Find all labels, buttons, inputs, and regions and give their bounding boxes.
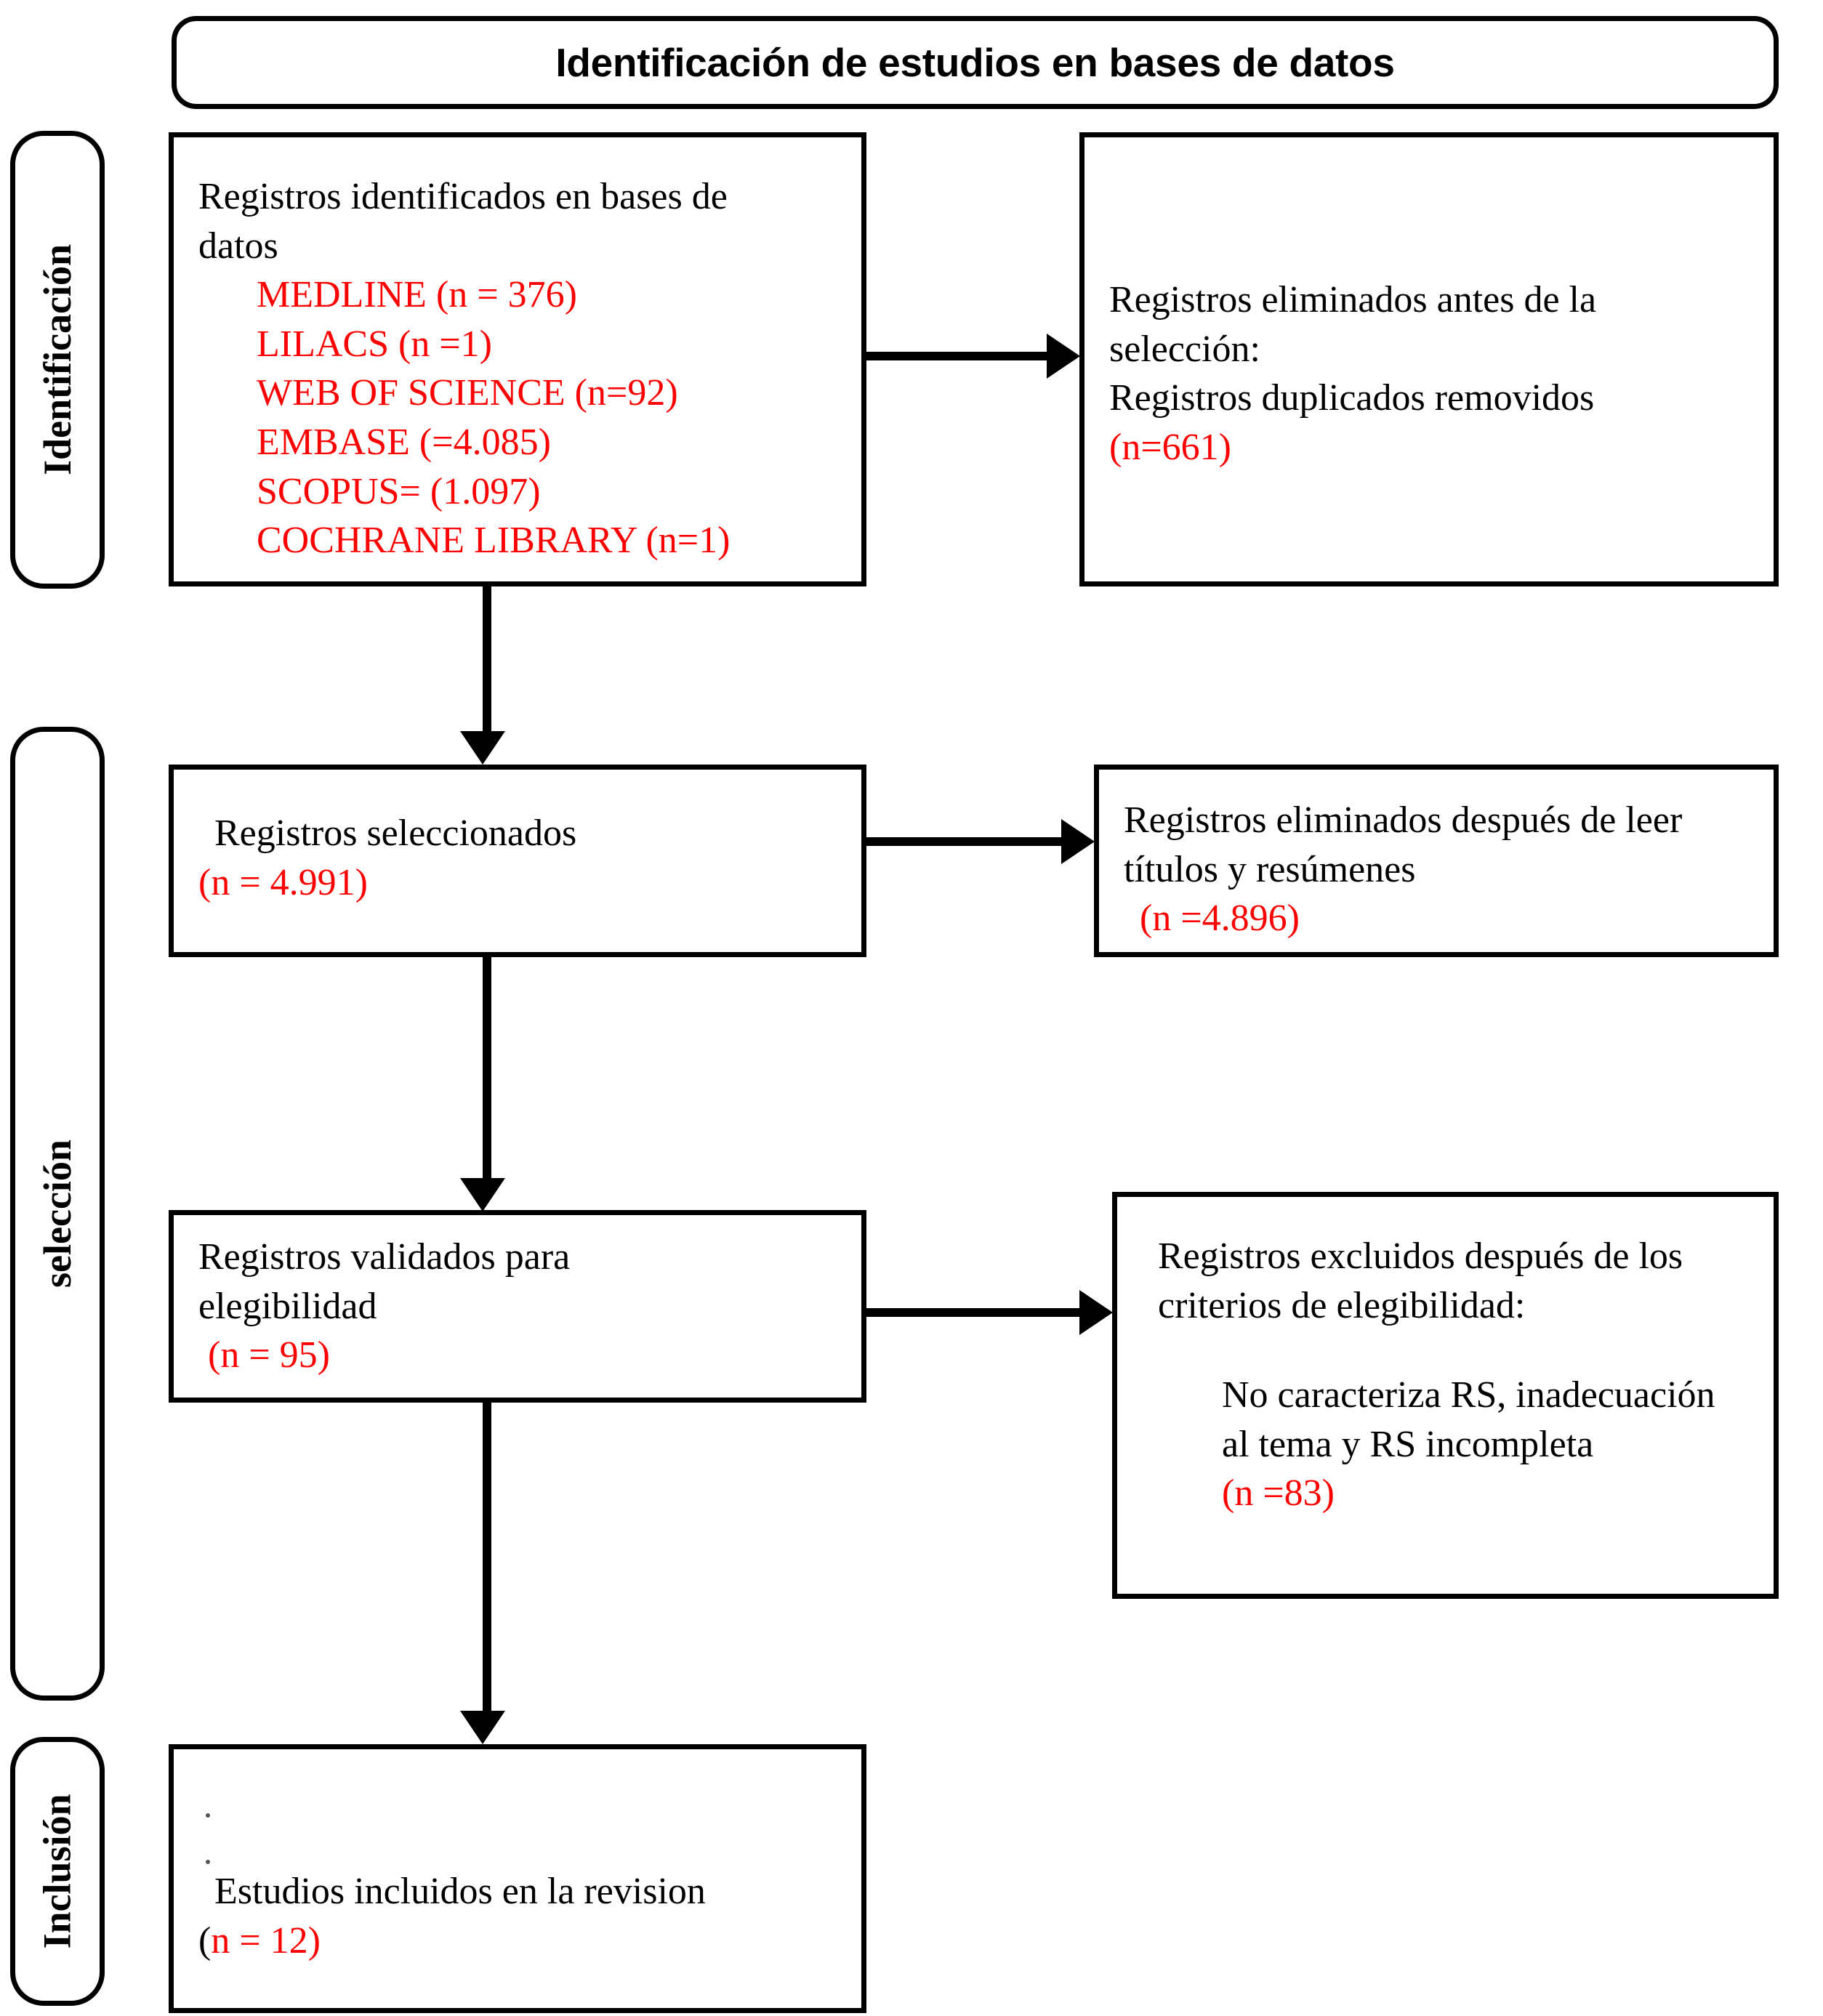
stage-inclusion: Inclusión — [10, 1737, 105, 2006]
eligibility-line2: elegibilidad — [198, 1285, 377, 1327]
identified-title-line2: datos — [198, 225, 278, 267]
identified-title-line1: Registros identificados en bases de — [198, 176, 728, 217]
arrowhead-identified-to-removed — [1047, 334, 1080, 379]
connector-identified-to-removed — [866, 352, 1047, 360]
stage-identificacion-label: Identificación — [36, 244, 79, 475]
removed-before-line1: Registros eliminados antes de la — [1109, 279, 1597, 320]
connector-screened-to-eligibility — [483, 957, 491, 1182]
stage-seleccion-label: selección — [36, 1140, 79, 1288]
source-lilacs: LILACS (n =1) — [257, 323, 492, 365]
included-count-open-paren: ( — [198, 1919, 212, 1961]
source-cochrane-library: COCHRANE LIBRARY (n=1) — [257, 520, 731, 562]
stray-dot-lower — [206, 1860, 210, 1864]
removed-titles-count: (n =4.896) — [1140, 898, 1300, 940]
stage-identificacion: Identificación — [10, 131, 105, 589]
removed-before-line3: Registros duplicados removidos — [1109, 377, 1595, 419]
page-title: Identificación de estudios en bases de d… — [555, 40, 1395, 85]
excluded-spacer — [1142, 1330, 1749, 1371]
arrowhead-eligibility-to-included — [460, 1711, 505, 1744]
screened-count: (n = 4.991) — [198, 861, 368, 903]
connector-eligibility-to-included — [483, 1403, 491, 1715]
box-studies-included: Estudios incluidos en la revision (n = 1… — [169, 1744, 866, 2013]
arrowhead-screened-to-eligibility — [460, 1178, 505, 1211]
stage-inclusion-label: Inclusión — [36, 1794, 80, 1949]
excluded-line2: criterios de elegibilidad: — [1158, 1284, 1526, 1326]
box-records-screened: Registros seleccionados (n = 4.991) — [169, 765, 866, 957]
connector-screened-to-removed-titles — [866, 837, 1061, 846]
eligibility-count: (n = 95) — [198, 1334, 330, 1376]
eligibility-line1: Registros validados para — [198, 1236, 571, 1278]
box-records-assessed-eligibility: Registros validados para elegibilidad (n… — [169, 1210, 866, 1403]
source-scopus: SCOPUS= (1.097) — [257, 470, 541, 512]
box-records-removed-after-titles: Registros eliminados después de leer tít… — [1094, 765, 1779, 957]
removed-titles-line2: títulos y resúmenes — [1124, 848, 1416, 890]
arrowhead-identified-to-screened — [460, 731, 505, 765]
screened-line1: Registros seleccionados — [214, 813, 577, 854]
excluded-reason-line1: No caracteriza RS, inadecuación — [1222, 1374, 1715, 1416]
removed-before-count: (n=661) — [1109, 426, 1231, 468]
diagram-header: Identificación de estudios en bases de d… — [172, 16, 1779, 109]
box-records-identified: Registros identificados en bases de dato… — [169, 132, 866, 586]
removed-before-line2: selección: — [1109, 328, 1260, 370]
stage-seleccion: selección — [10, 727, 105, 1701]
box-records-excluded: Registros excluidos después de los crite… — [1112, 1192, 1779, 1599]
arrowhead-eligibility-to-excluded — [1079, 1290, 1113, 1335]
box-records-removed-before-screening: Registros eliminados antes de la selecci… — [1079, 132, 1779, 586]
source-medline: MEDLINE (n = 376) — [257, 274, 577, 316]
included-count-value: n = 12 — [211, 1919, 308, 1961]
source-web-of-science: WEB OF SCIENCE (n=92) — [257, 372, 678, 414]
included-line1: Estudios incluidos en la revision — [214, 1871, 706, 1912]
removed-titles-line1: Registros eliminados después de leer — [1124, 799, 1683, 841]
connector-identified-to-screened — [483, 586, 491, 735]
stray-dot-upper — [206, 1813, 210, 1818]
arrowhead-screened-to-removed-titles — [1061, 819, 1095, 864]
included-count: (n = 12) — [198, 1916, 837, 1966]
excluded-reason-line2: al tema y RS incompleta — [1222, 1423, 1594, 1465]
included-count-close-paren: ) — [307, 1919, 321, 1961]
connector-eligibility-to-excluded — [866, 1308, 1079, 1317]
excluded-count: (n =83) — [1222, 1472, 1335, 1515]
source-embase: EMBASE (=4.085) — [257, 421, 551, 463]
excluded-line1: Registros excluidos después de los — [1158, 1235, 1683, 1277]
